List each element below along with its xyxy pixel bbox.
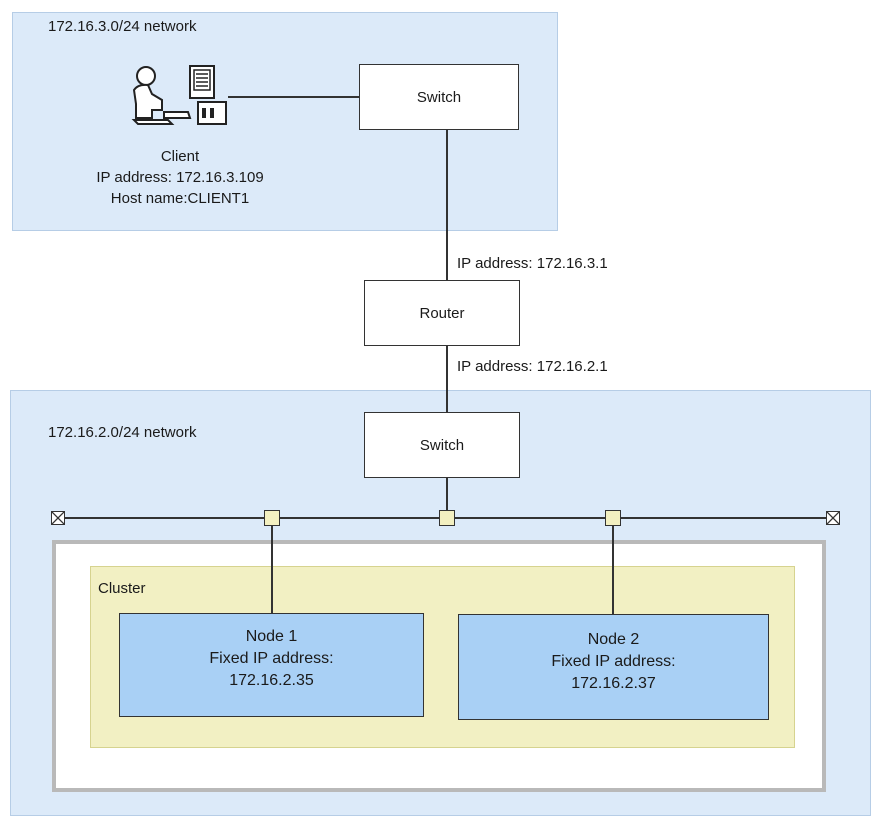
client-switch-link bbox=[228, 96, 360, 98]
bus-terminator-right bbox=[826, 511, 840, 525]
client-workstation-icon bbox=[128, 64, 228, 128]
switch-router-link bbox=[446, 130, 448, 280]
cluster-label: Cluster bbox=[98, 580, 146, 597]
bus-terminator-left bbox=[51, 511, 65, 525]
router: Router bbox=[364, 280, 520, 346]
router-ip-upper: IP address: 172.16.3.1 bbox=[457, 255, 608, 272]
bus-connector-switch bbox=[439, 510, 455, 526]
network-label-bottom: 172.16.2.0/24 network bbox=[48, 424, 197, 441]
client-host: Host name:CLIENT1 bbox=[110, 190, 250, 207]
node1-drop-link bbox=[271, 526, 273, 614]
bottom-switch: Switch bbox=[364, 412, 520, 478]
client-ip: IP address: 172.16.3.109 bbox=[96, 169, 264, 186]
node1-name: Node 1 bbox=[245, 628, 298, 645]
bus-connector-node1 bbox=[264, 510, 280, 526]
node2-ip-label: Fixed IP address: bbox=[551, 653, 676, 670]
client-label: Client IP address: 172.16.3.109 Host nam… bbox=[40, 146, 320, 209]
client-name: Client bbox=[160, 148, 200, 165]
router-ip-lower: IP address: 172.16.2.1 bbox=[457, 358, 608, 375]
node1-ip: 172.16.2.35 bbox=[229, 672, 314, 689]
bus-connector-node2 bbox=[605, 510, 621, 526]
node-2: Node 2 Fixed IP address: 172.16.2.37 bbox=[458, 614, 769, 720]
router-switch-link bbox=[446, 346, 448, 412]
top-switch: Switch bbox=[359, 64, 519, 130]
node-1: Node 1 Fixed IP address: 172.16.2.35 bbox=[119, 613, 424, 717]
network-label-top: 172.16.3.0/24 network bbox=[48, 18, 197, 35]
switch-bus-link bbox=[446, 478, 448, 518]
node2-ip: 172.16.2.37 bbox=[571, 675, 656, 692]
node2-name: Node 2 bbox=[587, 631, 640, 648]
node1-ip-label: Fixed IP address: bbox=[209, 650, 334, 667]
node2-drop-link bbox=[612, 526, 614, 614]
